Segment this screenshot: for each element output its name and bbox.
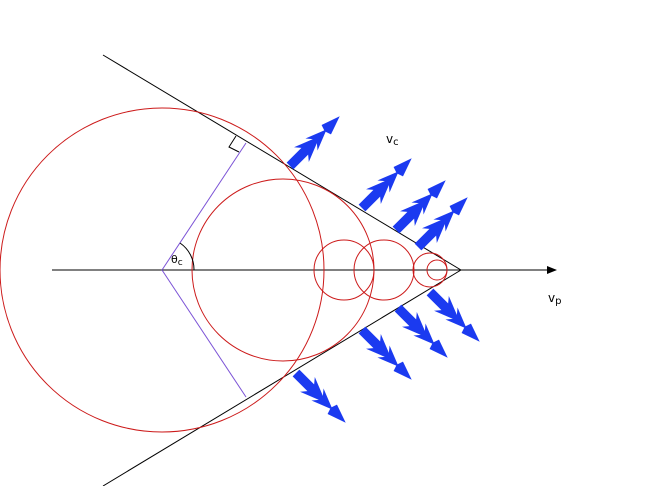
angle-label: θc [171, 253, 183, 268]
radius-lines [161, 142, 247, 398]
wavefront-circle [353, 239, 415, 301]
photon-velocity-label: vc [386, 132, 399, 148]
right-angle-marker [228, 135, 240, 153]
lower-radius-line [161, 269, 247, 398]
wavefront-circle [313, 239, 375, 301]
wave-arrow-icon [354, 150, 420, 216]
wave-arrow-icon [288, 365, 354, 431]
lower-cone-line [102, 269, 462, 486]
upper-cone-line [102, 54, 462, 271]
wave-arrow-icon [388, 172, 454, 238]
angle-arc [179, 242, 195, 271]
wave-arrow-icon [282, 108, 348, 174]
particle-velocity-label: vp [548, 291, 561, 307]
wave-arrow-icon [354, 322, 420, 388]
wavefront-circle [426, 259, 448, 281]
wavefronts [0, 107, 448, 433]
wavefront-circle [0, 107, 325, 433]
upper-radius-line [161, 142, 247, 271]
